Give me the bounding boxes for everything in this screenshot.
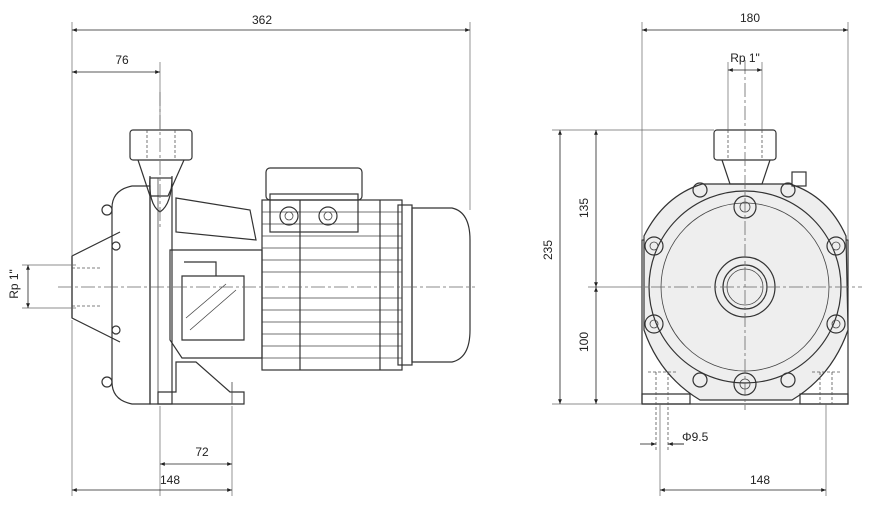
dim-upper-height: 135 [577,198,591,218]
dim-inlet-thread: Rp 1" [7,269,21,299]
dim-outlet-thread: Rp 1" [730,51,760,65]
outlet-port [129,129,193,213]
front-outlet [713,129,807,187]
dim-outlet-offset: 76 [115,53,129,67]
front-view: 180 Rp 1" 235 135 100 Φ9.5 148 [541,11,862,496]
dim-shaft-height: 100 [577,332,591,352]
dim-total-length: 362 [252,13,272,27]
dim-hole-diameter: Φ9.5 [682,430,709,444]
base-foot [157,361,245,405]
volute-housing [643,183,849,401]
pump-flange [101,177,173,405]
dim-foot-spacing-side: 72 [195,445,209,459]
dim-total-height: 235 [541,240,555,260]
side-view: 362 76 Rp 1" 72 148 [7,13,475,496]
terminal-box [265,167,363,233]
bracket [169,197,263,359]
dim-foot-length-side: 148 [160,473,180,487]
dim-total-width: 180 [740,11,760,25]
motor-body [261,199,413,371]
dim-foot-spacing-front: 148 [750,473,770,487]
fan-cover [411,207,471,363]
front-feet [641,371,849,452]
